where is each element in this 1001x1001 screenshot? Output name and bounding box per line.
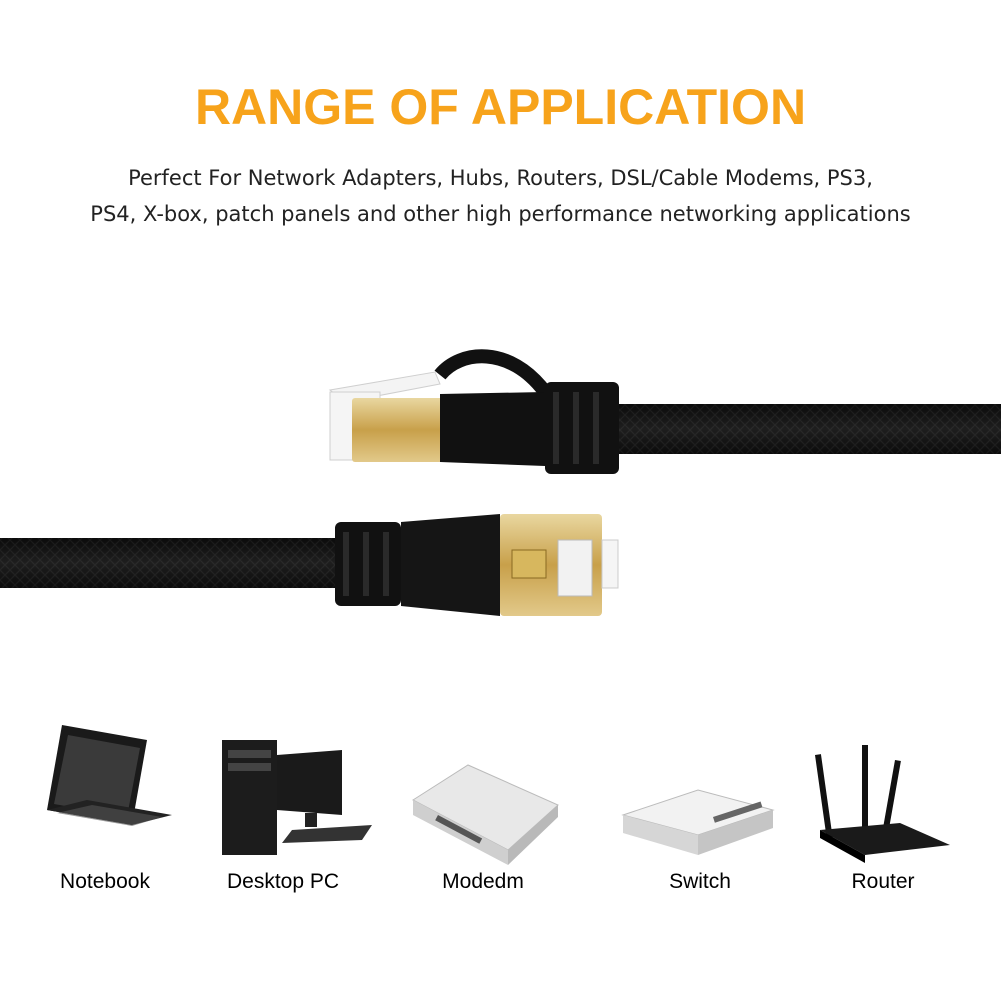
router-icon [805,705,975,865]
page-title: RANGE OF APPLICATION [194,79,807,135]
device-label-router: Router [851,870,915,893]
device-label-desktop-pc: Desktop PC [226,870,340,893]
description-line-1: Perfect For Network Adapters, Hubs, Rout… [128,166,873,190]
ethernet-cable-image [0,349,1001,616]
modem-icon [398,705,568,865]
lower-connector [0,514,619,616]
switch-icon [618,705,788,865]
device-label-switch: Switch [669,870,731,893]
device-label-modem: Modedm [442,870,524,893]
upper-connector [328,349,1001,474]
laptop-icon [22,705,192,865]
description-line-2: PS4, X-box, patch panels and other high … [90,202,911,226]
device-label-notebook: Notebook [60,870,150,893]
desktop-pc-icon [212,705,382,865]
